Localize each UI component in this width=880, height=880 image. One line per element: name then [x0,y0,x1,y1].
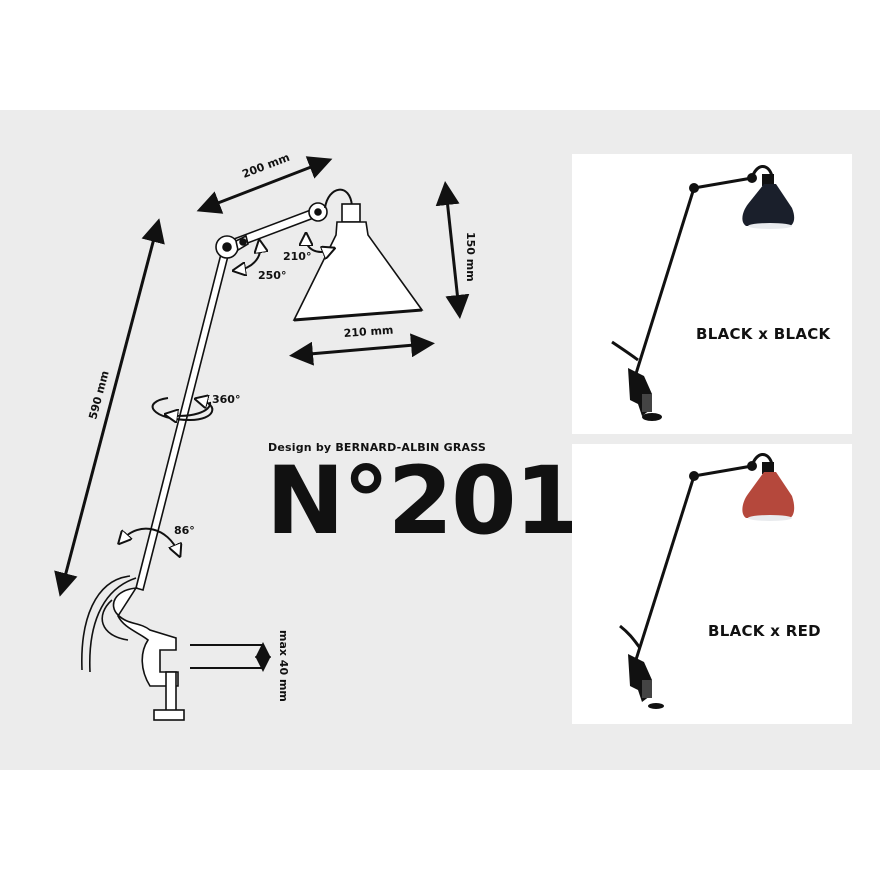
shade-black [742,184,795,226]
rotation-arrows [122,238,330,552]
variant-label-black: BLACK x BLACK [696,325,831,343]
lamp-photo-black [611,165,795,421]
designer-credit: Design by BERNARD-ALBIN GRASS [268,441,486,454]
variant-card-black[interactable]: BLACK x BLACK [572,154,852,434]
shade-red [742,472,795,518]
dim-shade-height: 150 mm [464,232,477,282]
angle-elbow: 250° [258,269,286,282]
dim-clamp-max: max 40 mm [277,630,290,702]
dim-shade-width: 210 mm [343,324,394,340]
variant-label-red: BLACK x RED [708,622,821,640]
dimension-arrows [54,156,470,672]
model-number: N°201 [266,447,580,556]
angle-shade: 210° [283,250,311,263]
variant-card-red[interactable]: BLACK x RED [572,444,852,724]
technical-drawing: 200 mm 590 mm 150 mm 210 mm max 40 mm 21… [54,151,477,721]
angle-base: 86° [174,524,195,537]
lamp-photo-red [619,453,795,709]
angle-rotation: 360° [212,393,240,406]
